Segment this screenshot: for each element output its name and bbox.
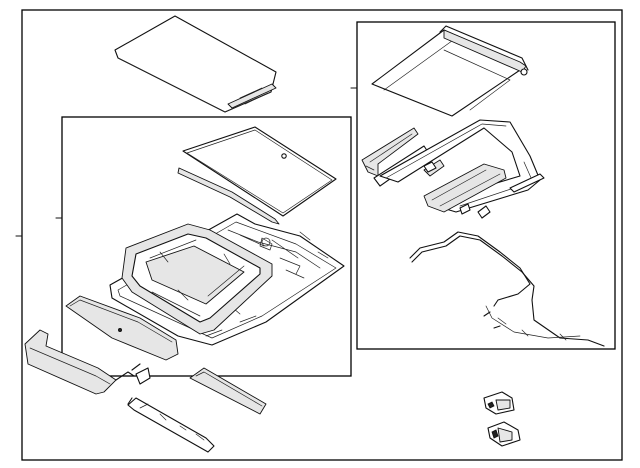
right-group-box <box>356 21 616 350</box>
front-wind-deflector <box>65 295 179 361</box>
roof-panel-glass <box>182 126 337 217</box>
motor-assembly <box>483 391 515 415</box>
switch-module <box>487 421 521 447</box>
corner-clip <box>135 367 151 385</box>
sunshade-roller <box>371 25 529 117</box>
top-panel-glass <box>114 15 277 113</box>
rail-bracket <box>127 397 215 453</box>
front-trim-panel <box>24 329 141 395</box>
rear-cover <box>189 367 267 415</box>
front-seal-strip <box>177 167 280 225</box>
opening-seal <box>121 223 273 335</box>
small-clips <box>423 161 491 219</box>
drain-hose-harness <box>409 231 605 347</box>
outer-border <box>21 9 623 461</box>
